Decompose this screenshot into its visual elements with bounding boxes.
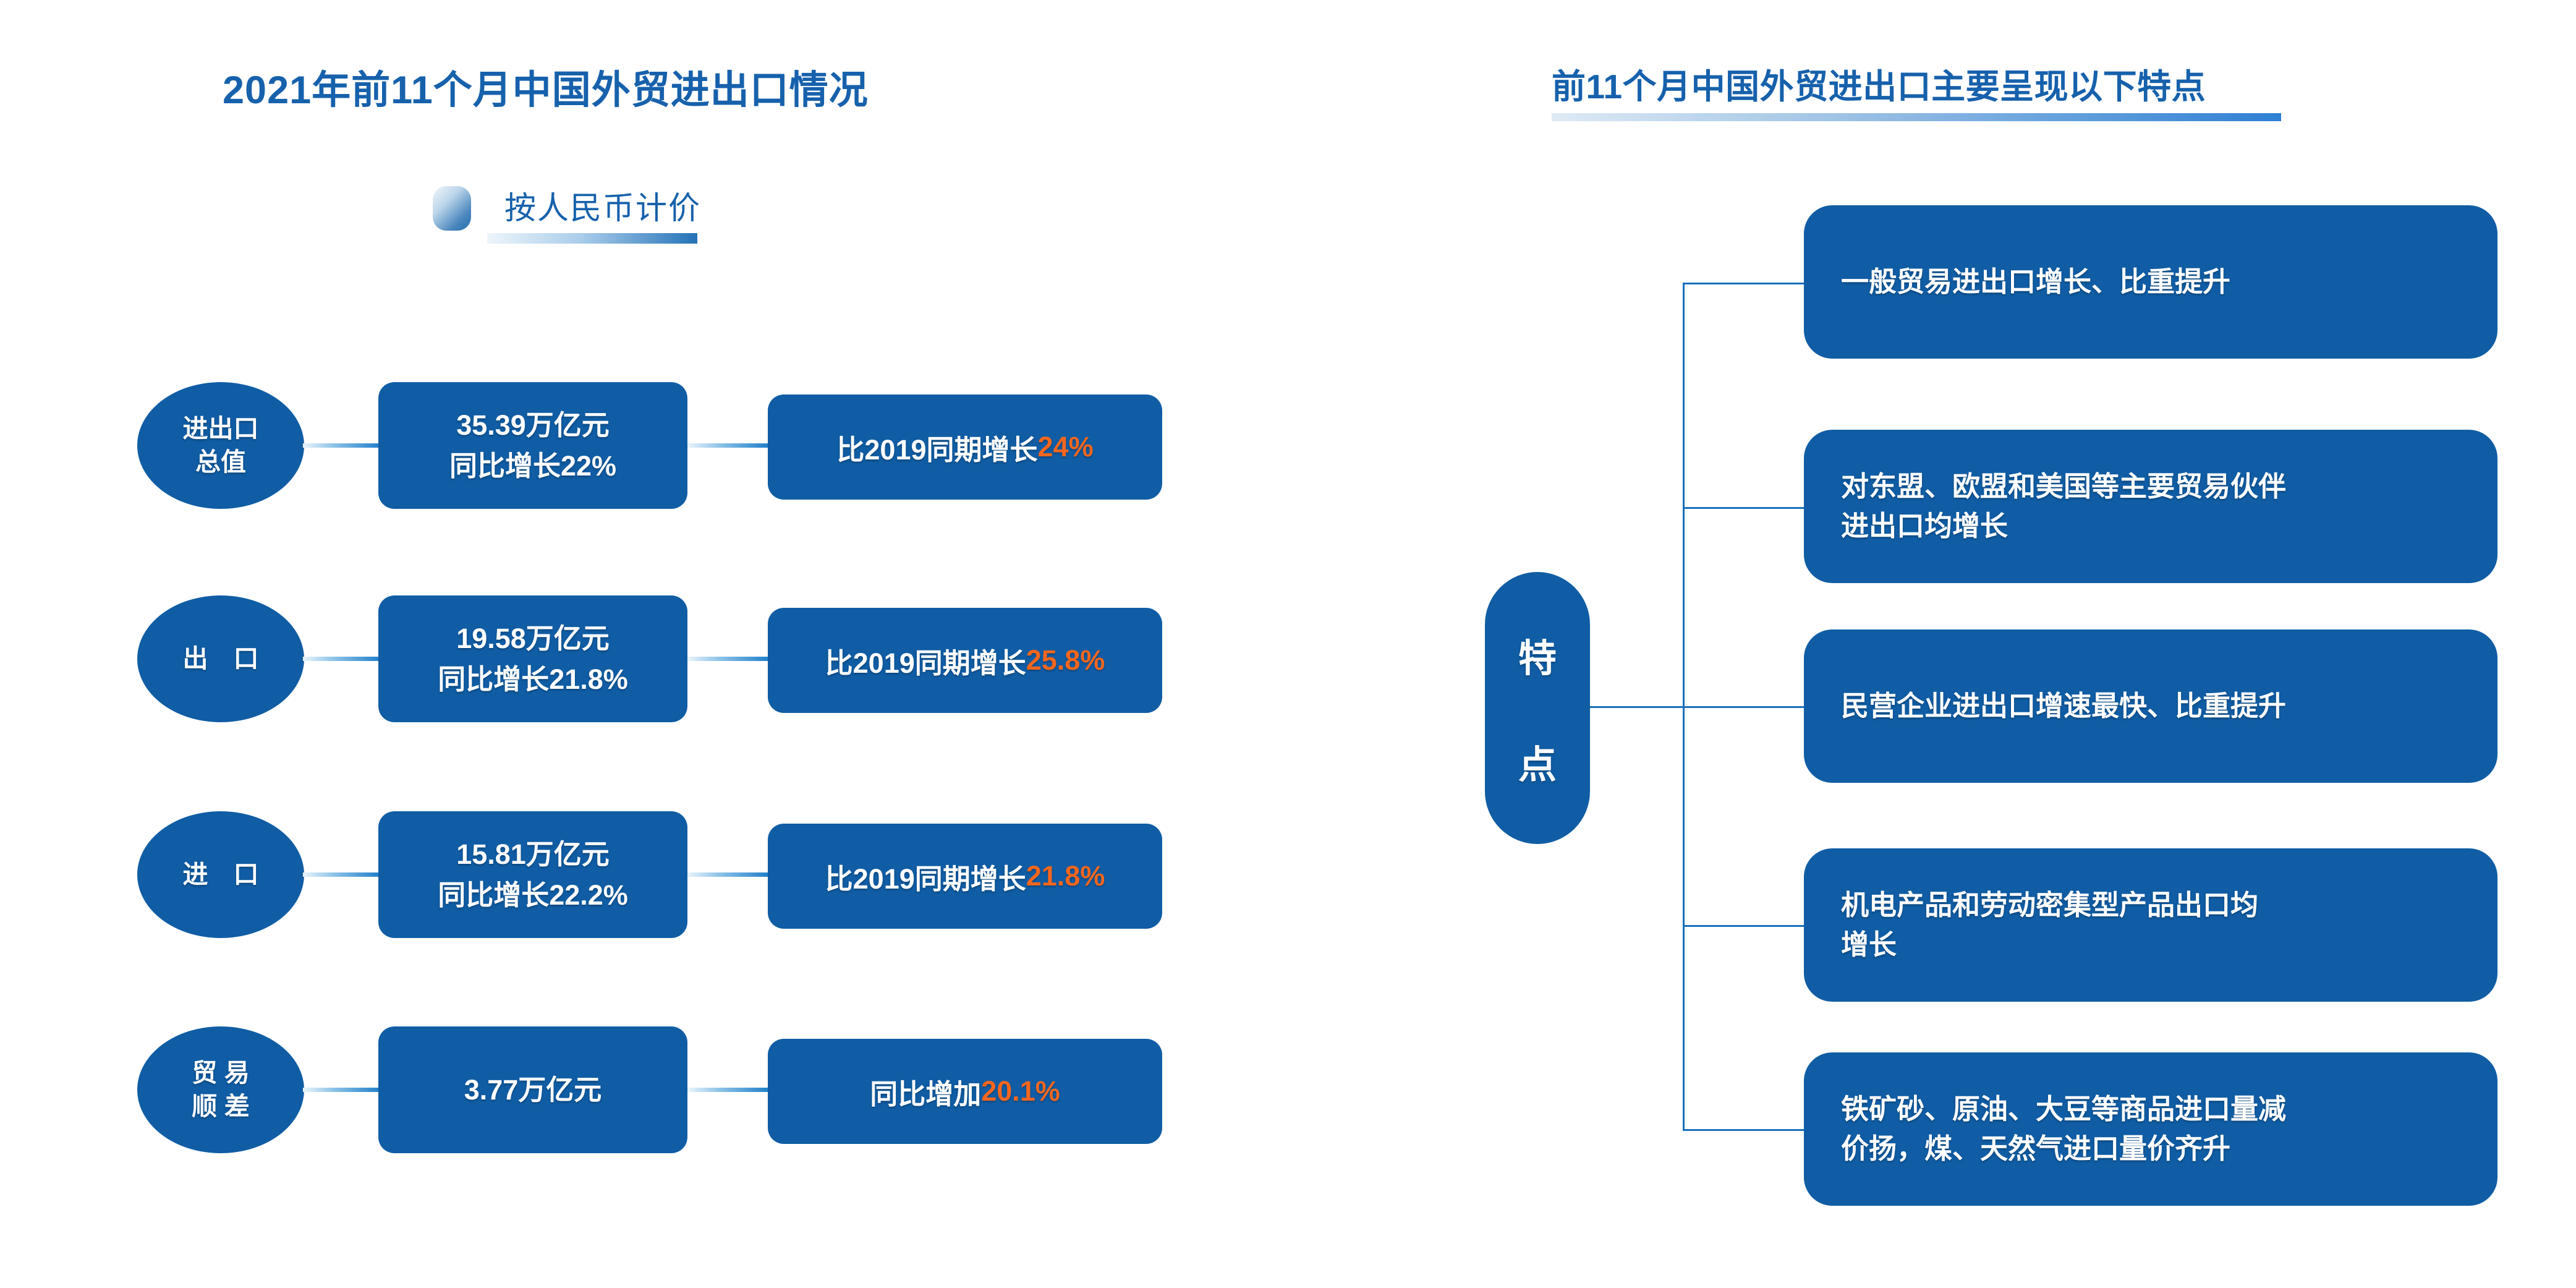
connector-line xyxy=(303,872,381,877)
comparison-highlight: 21.8% xyxy=(1026,860,1105,892)
value-box: 19.58万亿元 同比增长21.8% xyxy=(378,595,687,722)
value-line1: 19.58万亿元 xyxy=(456,623,610,655)
value-line1: 3.77万亿元 xyxy=(464,1073,602,1106)
value-line2: 同比增长22% xyxy=(449,450,617,482)
branch-line xyxy=(1683,706,1806,708)
rounded-square-gradient-icon xyxy=(433,186,471,231)
feature-card: 一般贸易进出口增长、比重提升 xyxy=(1804,205,2497,359)
hub-char-2: 点 xyxy=(1518,744,1557,787)
value-line2: 同比增长22.2% xyxy=(438,879,628,911)
right-panel-title-group: 前11个月中国外贸进出口主要呈现以下特点 xyxy=(1552,59,2281,121)
comparison-prefix: 比2019同期增长 xyxy=(825,863,1026,895)
connector-line xyxy=(303,443,381,448)
comparison-highlight: 25.8% xyxy=(1026,644,1105,676)
feature-text-line1: 机电产品和劳动密集型产品出口均 xyxy=(1841,889,2259,921)
feature-text-line1: 对东盟、欧盟和美国等主要贸易伙伴 xyxy=(1841,471,2287,503)
category-oval: 出 口 xyxy=(137,595,304,722)
feature-text-line2: 增长 xyxy=(1841,929,1897,960)
feature-text-line1: 民营企业进出口增速最快、比重提升 xyxy=(1841,690,2287,722)
branch-line xyxy=(1683,1129,1806,1131)
value-box: 15.81万亿元 同比增长22.2% xyxy=(378,811,687,938)
value-box: 3.77万亿元 xyxy=(378,1026,687,1153)
left-panel-title: 2021年前11个月中国外贸进出口情况 xyxy=(223,69,869,112)
connector-line xyxy=(687,872,769,877)
right-title-underline-bar xyxy=(1552,113,2281,121)
feature-card: 对东盟、欧盟和美国等主要贸易伙伴 进出口均增长 xyxy=(1804,430,2497,583)
feature-card: 铁矿砂、原油、大豆等商品进口量减 价扬，煤、天然气进口量价齐升 xyxy=(1804,1052,2497,1206)
currency-subtitle-label: 按人民币计价 xyxy=(504,190,702,226)
comparison-prefix: 比2019同期增长 xyxy=(836,433,1038,466)
category-label-line1: 出 口 xyxy=(182,644,259,673)
category-oval: 贸 易 顺 差 xyxy=(137,1026,304,1153)
feature-text-line1: 一般贸易进出口增长、比重提升 xyxy=(1841,266,2231,298)
features-hub-node: 特 点 xyxy=(1485,572,1590,844)
feature-text-line2: 价扬，煤、天然气进口量价齐升 xyxy=(1841,1133,2231,1164)
comparison-highlight: 20.1% xyxy=(981,1075,1060,1107)
connector-line xyxy=(687,657,769,661)
connector-line xyxy=(303,1088,381,1092)
category-label-line1: 进 口 xyxy=(182,859,259,889)
branch-line xyxy=(1683,283,1806,284)
value-line2: 同比增长21.8% xyxy=(438,663,628,695)
category-label-line1: 进出口 xyxy=(182,414,259,443)
branch-line xyxy=(1683,925,1806,927)
hub-stem-line xyxy=(1590,706,1684,708)
value-line1: 15.81万亿元 xyxy=(456,838,610,871)
value-box: 35.39万亿元 同比增长22% xyxy=(378,382,687,509)
connector-line xyxy=(687,1088,769,1092)
comparison-prefix: 比2019同期增长 xyxy=(825,647,1026,679)
connector-line xyxy=(303,657,381,661)
comparison-highlight: 24% xyxy=(1037,431,1094,463)
feature-card: 民营企业进出口增速最快、比重提升 xyxy=(1804,629,2497,783)
branch-line xyxy=(1683,507,1806,509)
hub-char-1: 特 xyxy=(1518,638,1557,680)
category-label-line2: 顺 差 xyxy=(192,1091,250,1120)
feature-card: 机电产品和劳动密集型产品出口均 增长 xyxy=(1804,848,2497,1002)
connector-line xyxy=(687,443,769,448)
comparison-prefix: 同比增加 xyxy=(870,1078,982,1110)
category-oval: 进 口 xyxy=(137,811,304,938)
category-oval: 进出口 总值 xyxy=(137,382,304,509)
feature-text-line2: 进出口均增长 xyxy=(1841,510,2009,542)
value-line1: 35.39万亿元 xyxy=(456,409,610,441)
feature-text-line1: 铁矿砂、原油、大豆等商品进口量减 xyxy=(1841,1093,2287,1125)
category-label-line2: 总值 xyxy=(195,447,246,476)
right-panel-title: 前11个月中国外贸进出口主要呈现以下特点 xyxy=(1552,67,2206,106)
subtitle-underline-bar xyxy=(487,233,697,244)
category-label-line1: 贸 易 xyxy=(192,1059,250,1088)
